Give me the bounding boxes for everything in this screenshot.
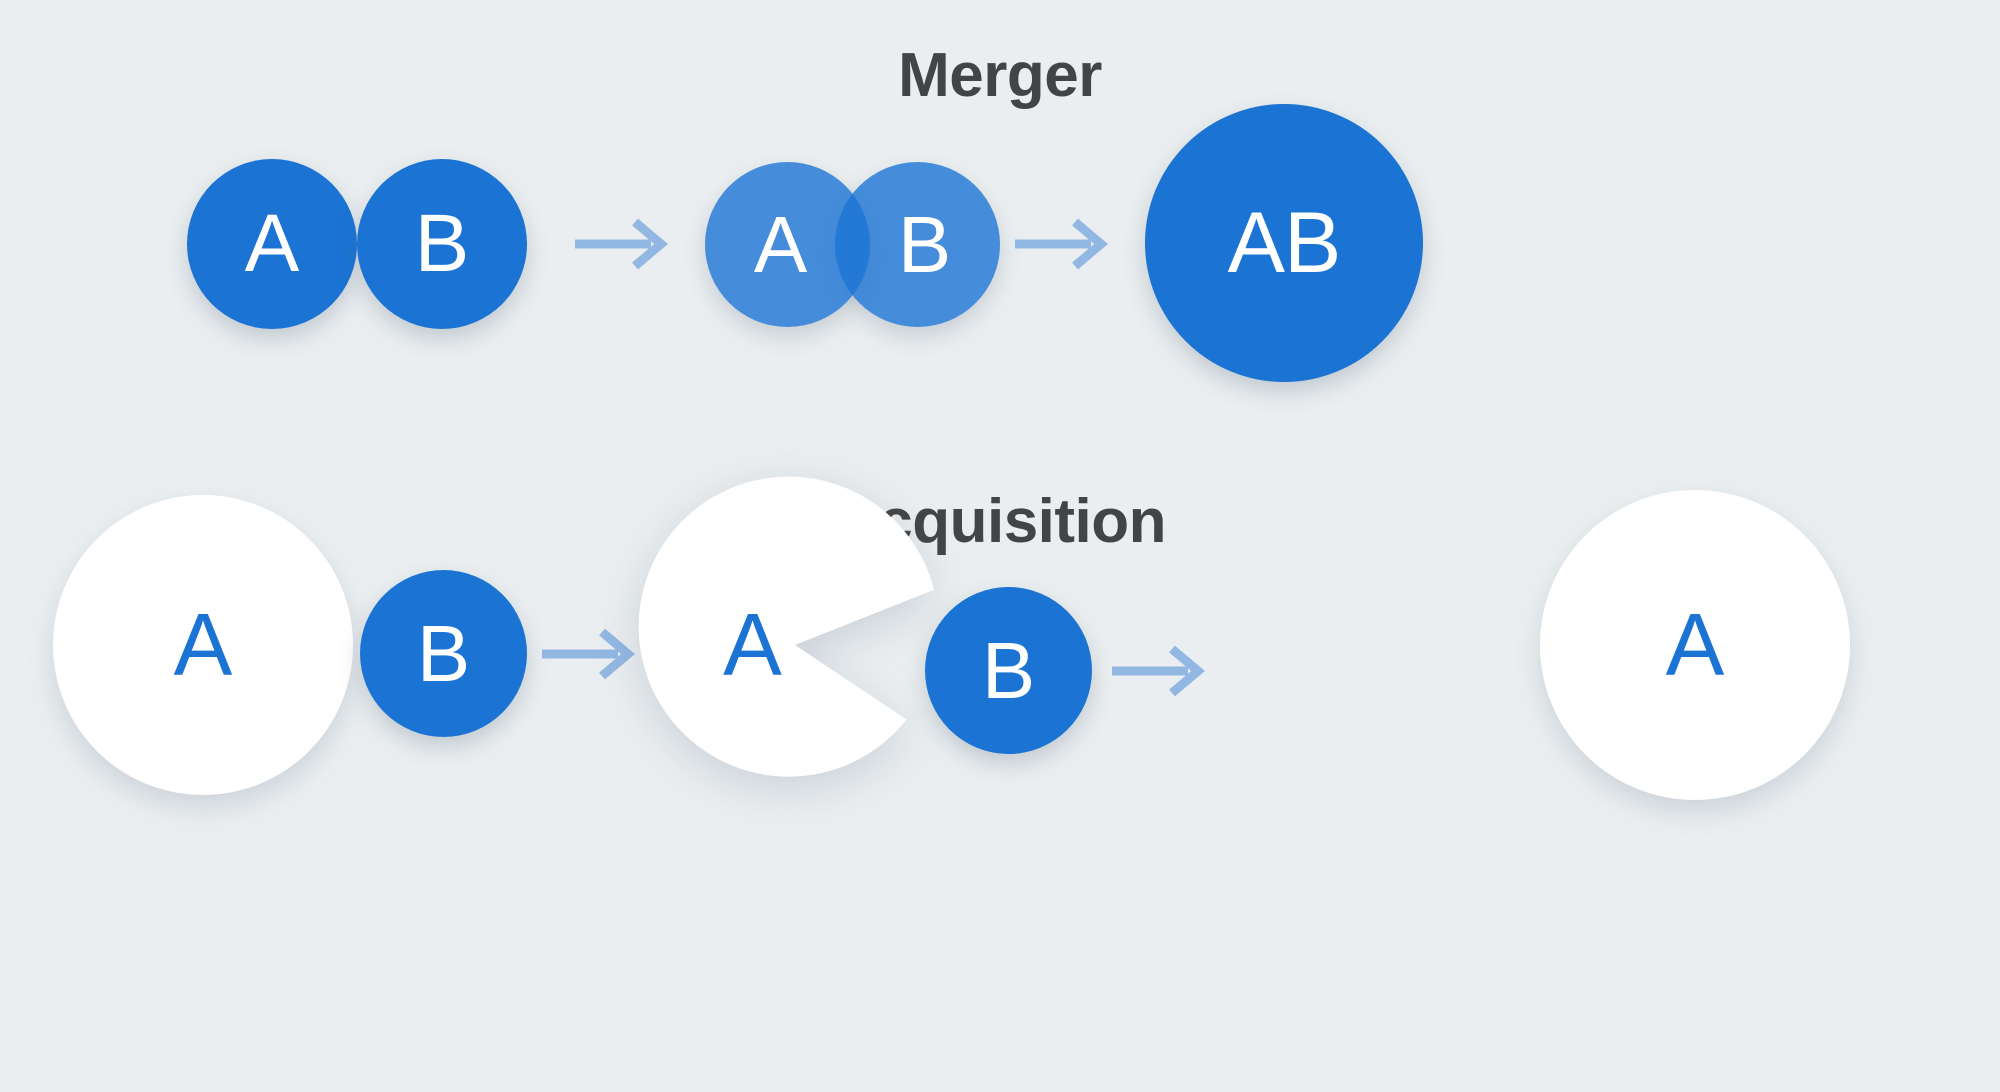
acquisition-result-circle: A	[1540, 490, 1850, 800]
merger-overlap-circle-b-label: B	[897, 199, 952, 289]
merger-circle-b: B	[357, 159, 527, 329]
acquisition-pacman-a: A	[638, 476, 945, 795]
acquisition-circle-a-label: A	[173, 595, 233, 694]
merger-result-label: AB	[1227, 195, 1342, 291]
merger-circle-a: A	[187, 159, 357, 329]
merger-circle-a-label: A	[244, 198, 300, 289]
merger-overlap-circle-a-label: A	[753, 199, 808, 289]
merger-circle-b-label: B	[414, 198, 470, 289]
acquisition-result-label: A	[1665, 595, 1725, 694]
merger-overlap-circle-b: B	[835, 162, 1000, 327]
acquisition-arrow-2	[1110, 639, 1210, 703]
acquisition-circle-b: B	[360, 570, 527, 737]
merger-arrow-1	[573, 212, 673, 276]
acquisition-arrow-1	[540, 622, 640, 686]
merger-section-title: Merger	[898, 41, 1102, 110]
merger-overlap-circle-a: A	[705, 162, 870, 327]
acquisition-pacman-b: B	[925, 587, 1092, 754]
merger-arrow-2	[1013, 212, 1113, 276]
acquisition-circle-a: A	[53, 495, 353, 795]
acquisition-circle-b-label: B	[416, 608, 471, 698]
merger-result-circle: AB	[1145, 104, 1423, 382]
acquisition-pacman-a-label: A	[723, 595, 782, 694]
acquisition-pacman-b-label: B	[981, 625, 1036, 715]
